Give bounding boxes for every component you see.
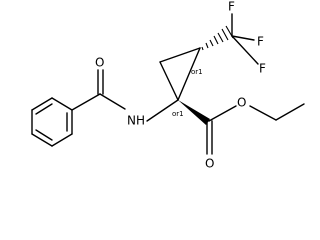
amide-carbonyl-double-bond [97,69,104,95]
ethyl-bond-1 [249,105,277,121]
ester-carbonyl-double-bond [206,120,213,155]
cyclopropane-ring [159,47,201,101]
nitrogen-cyclopropane-bond [146,99,179,122]
carbonyl-nitrogen-bond [99,93,126,110]
stereo-label-c2: or1 [191,68,203,76]
hashed-bond-cf3 [201,25,234,51]
wedge-bond-ester [178,100,210,125]
fluorine-bottom-label: F [259,62,266,76]
nitrogen-label: NH [127,114,145,128]
structure-drawing: O NH F F F or1 or1 [31,0,305,171]
amide-oxygen-label: O [95,56,104,70]
fluorine-top-label: F [228,0,235,14]
ester-oxygen-bond [208,105,237,122]
cf-bond-mid [231,35,255,41]
aryl-carbonyl-bond [71,93,101,111]
molecule-diagram: O NH F F F or1 or1 [31,0,305,171]
ester-oxygen-label: O [237,96,246,110]
benzene-ring [31,97,73,147]
ethyl-bond-2 [275,103,305,121]
stereo-label-c1: or1 [172,110,184,118]
fluorine-mid-label: F [257,35,264,49]
cf-bond-bot [231,35,259,65]
ester-carbonyl-oxygen-label: O [205,157,214,171]
